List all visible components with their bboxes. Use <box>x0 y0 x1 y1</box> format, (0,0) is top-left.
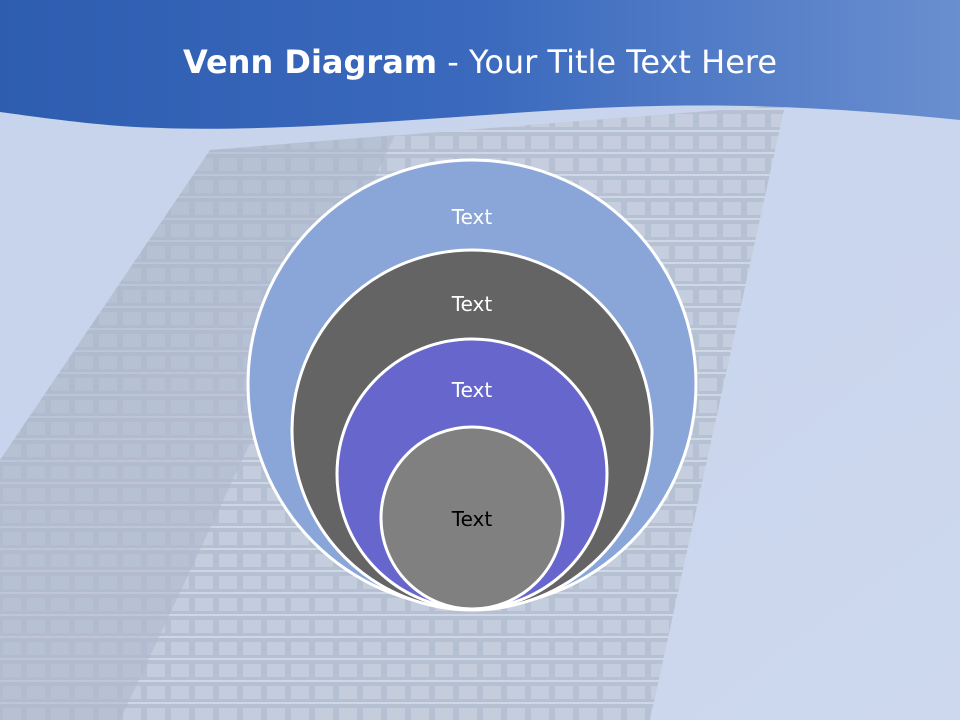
title-bold: Venn Diagram <box>182 43 438 81</box>
venn-circle-2-label: Text <box>451 292 493 316</box>
page-title: Venn Diagram - Your Title Text Here <box>0 38 960 86</box>
venn-circle-1-label: Text <box>451 205 493 229</box>
title-rest: - Your Title Text Here <box>437 43 778 81</box>
venn-circle-4 <box>379 425 565 611</box>
header-band <box>0 0 960 129</box>
venn-circle-4-label: Text <box>451 507 493 531</box>
venn-circle-3-label: Text <box>451 378 493 402</box>
